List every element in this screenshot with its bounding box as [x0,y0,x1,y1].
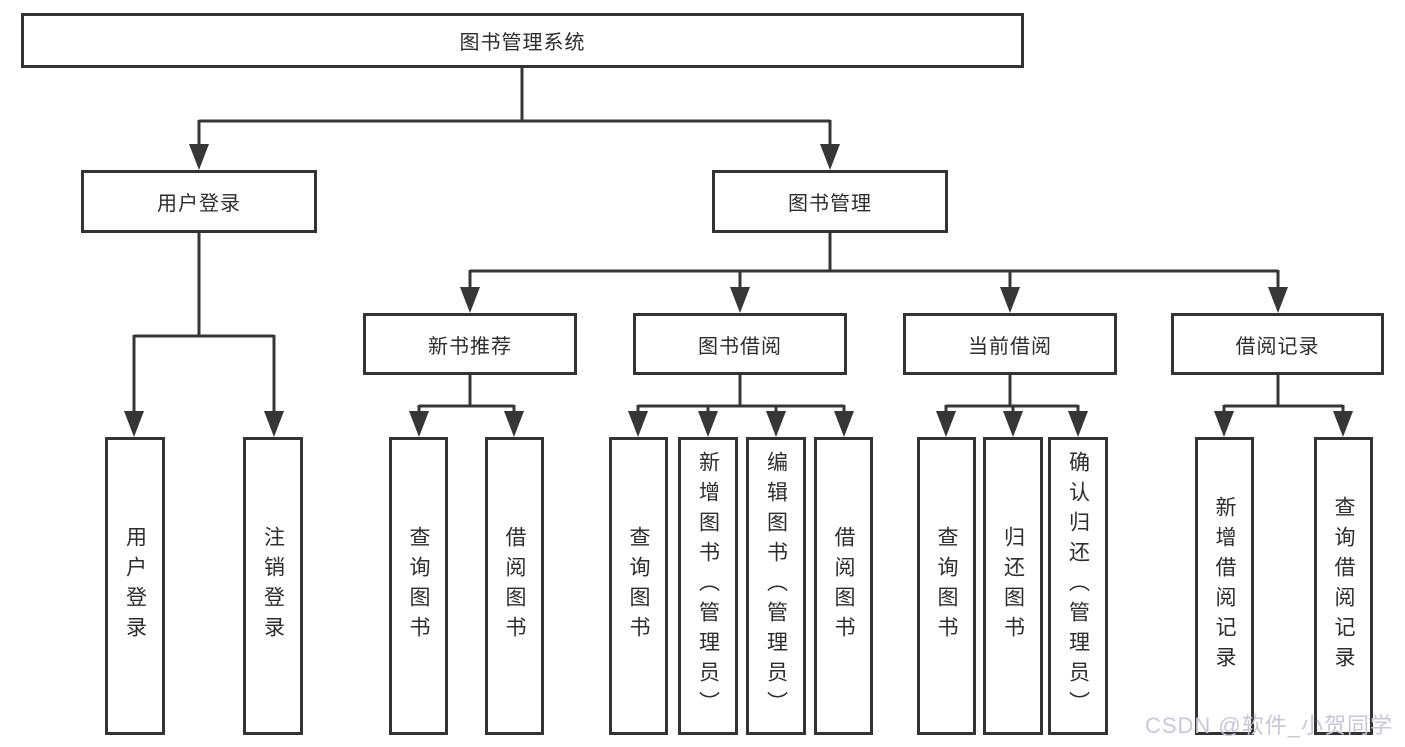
node-user-login-label: 用户登录 [157,193,241,215]
node-borrow-record-label: 借阅记录 [1235,335,1320,358]
leaf-borrow-borrow-books: 借阅图书 [814,437,873,735]
leaf-current-return-books: 归还图书 [983,437,1043,735]
leaf-record-query-borrow-record-label: 查询借阅记录 [1332,496,1355,676]
leaf-current-query-books: 查询图书 [917,437,976,735]
leaf-borrow-edit-books-admin-label: 编辑图书（管理员） [764,451,788,721]
leaf-record-query-borrow-record: 查询借阅记录 [1314,437,1373,735]
node-borrow-record: 借阅记录 [1171,313,1384,375]
node-book-management: 图书管理 [712,170,948,233]
node-book-borrow-label: 图书借阅 [698,335,782,358]
leaf-borrow-add-books-admin-label: 新增图书（管理员） [696,451,720,721]
leaf-borrow-query-books: 查询图书 [609,437,668,735]
leaf-borrow-edit-books-admin: 编辑图书（管理员） [746,437,806,735]
node-new-book-recommend: 新书推荐 [363,313,577,375]
leaf-recommend-query-books: 查询图书 [389,437,448,735]
leaf-logout: 注销登录 [243,437,303,735]
node-current-borrow-label: 当前借阅 [968,335,1052,358]
leaf-borrow-borrow-books-label: 借阅图书 [832,526,855,646]
leaf-recommend-borrow-books-label: 借阅图书 [503,526,526,646]
node-new-book-recommend-label: 新书推荐 [428,335,512,358]
node-root-label: 图书管理系统 [459,32,586,54]
leaf-user-login-label: 用户登录 [123,526,147,646]
csdn-watermark: CSDN @软件_小贺同学 [1144,713,1393,738]
leaf-current-confirm-return-admin: 确认归还（管理员） [1048,437,1108,735]
node-book-borrow: 图书借阅 [633,313,847,375]
node-user-login: 用户登录 [81,170,317,233]
leaf-user-login: 用户登录 [105,437,165,735]
leaf-logout-label: 注销登录 [261,526,285,646]
leaf-recommend-borrow-books: 借阅图书 [485,437,544,735]
leaf-borrow-query-books-label: 查询图书 [627,526,650,646]
leaf-current-confirm-return-admin-label: 确认归还（管理员） [1066,451,1090,721]
node-root-library-system: 图书管理系统 [21,13,1024,68]
arrowheads [124,144,1353,437]
leaf-record-add-borrow-record: 新增借阅记录 [1195,437,1254,735]
leaf-current-return-books-label: 归还图书 [1001,526,1025,646]
leaf-record-add-borrow-record-label: 新增借阅记录 [1213,496,1236,676]
node-book-management-label: 图书管理 [788,193,872,215]
node-current-borrow: 当前借阅 [903,313,1117,375]
leaf-recommend-query-books-label: 查询图书 [407,526,430,646]
leaf-current-query-books-label: 查询图书 [935,526,958,646]
leaf-borrow-add-books-admin: 新增图书（管理员） [678,437,738,735]
